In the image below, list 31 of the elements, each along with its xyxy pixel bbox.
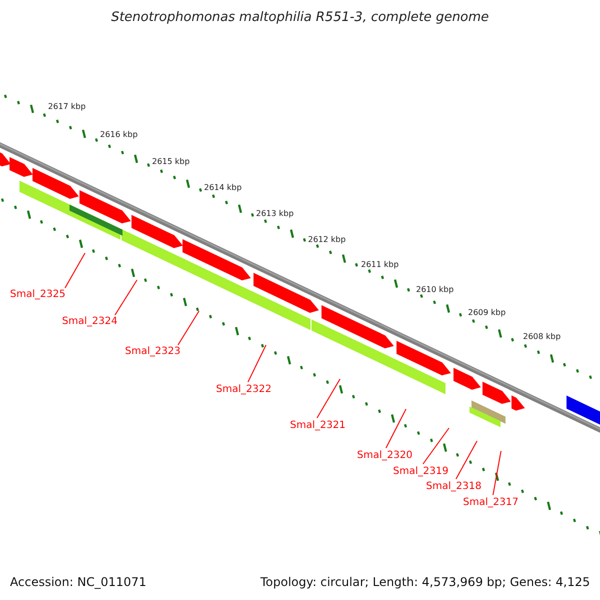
- gene-label: Smal_2321: [290, 420, 346, 431]
- genome-summary-text: Topology: circular; Length: 4,573,969 bp; Genes: 4,125: [260, 575, 590, 589]
- scale-label: 2615 kbp: [152, 157, 190, 166]
- leader-line: [114, 280, 138, 316]
- leader-line: [492, 450, 502, 496]
- gene-label: Smal_2320: [357, 450, 412, 461]
- gene-label: Smal_2324: [62, 316, 118, 327]
- leader-line: [386, 408, 406, 448]
- leader-line: [64, 252, 86, 288]
- scale-label: 2609 kbp: [468, 308, 506, 317]
- scale-label: 2610 kbp: [416, 285, 454, 294]
- leader-line: [456, 440, 478, 480]
- scale-label: 2613 kbp: [256, 209, 294, 218]
- scale-label: 2608 kbp: [523, 332, 561, 341]
- diagram-title: Stenotrophomonas maltophilia R551-3, complete genome: [110, 10, 490, 25]
- gene-label: Smal_2317: [463, 497, 518, 508]
- gene-label: Smal_2322: [216, 384, 272, 395]
- scale-label: 2612 kbp: [308, 235, 346, 244]
- scale-label: 2611 kbp: [361, 260, 399, 269]
- gene-label: Smal_2325: [10, 289, 66, 300]
- scale-label: 2617 kbp: [48, 102, 86, 111]
- scale-label: 2616 kbp: [100, 130, 138, 139]
- accession-text: Accession: NC_011071: [10, 575, 146, 589]
- gene-label: Smal_2323: [125, 346, 180, 357]
- leader-line: [248, 344, 266, 382]
- leader-line: [422, 428, 450, 464]
- scale-label: 2614 kbp: [204, 183, 242, 192]
- gene-label: Smal_2319: [393, 466, 448, 477]
- gene-label: Smal_2318: [426, 481, 482, 492]
- leader-line: [316, 378, 340, 418]
- leader-line: [178, 310, 200, 346]
